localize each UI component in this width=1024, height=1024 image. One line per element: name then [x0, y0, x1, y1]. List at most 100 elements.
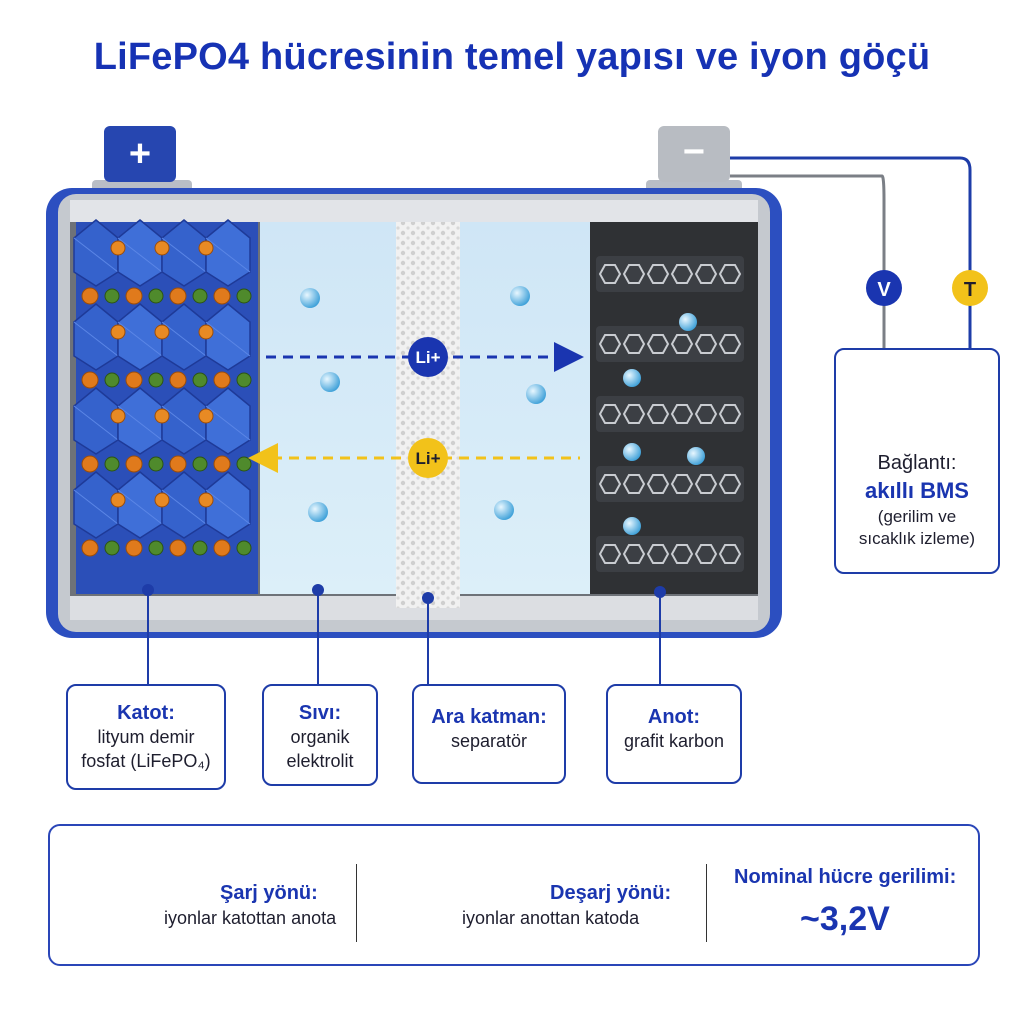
label-separator: Ara katman: separatör [412, 684, 566, 784]
iron-atom [81, 371, 99, 389]
discharge-ion-label: Li+ [415, 449, 440, 468]
iron-atom [125, 287, 143, 305]
cathode-facet [205, 237, 251, 273]
graphite-hexagon [670, 544, 694, 564]
legend-divider [706, 864, 707, 942]
page-title: LiFePO4 hücresinin temel yapısı ve iyon … [93, 36, 931, 78]
lithium-atom [154, 492, 170, 508]
label-anode: Anot: grafit karbon [606, 684, 742, 784]
legend-charge-desc: iyonlar katottan anota [164, 908, 337, 928]
legend-nominal-title: Nominal hücre gerilimi: [734, 866, 957, 888]
phosphate-atom [236, 456, 252, 472]
graphite-hexagon [622, 334, 646, 354]
cathode-facet [73, 321, 119, 357]
iron-atom [125, 371, 143, 389]
cathode-facet [73, 237, 119, 273]
graphite-hexagon [622, 264, 646, 284]
lithium-atom [198, 492, 214, 508]
graphite-hexagon [646, 474, 670, 494]
label-cathode-line2: fosfat (LiFePO₄) [81, 751, 211, 771]
phosphate-atom [148, 456, 164, 472]
graphite-hexagon [646, 404, 670, 424]
label-electrolyte-title: Sıvı: [298, 702, 342, 724]
phosphate-atom [192, 288, 208, 304]
graphite-hexagon [598, 544, 622, 564]
label-bms-title: akıllı BMS [865, 478, 969, 503]
iron-atom [169, 287, 187, 305]
iron-atom [213, 539, 231, 557]
graphite-hexagon [598, 404, 622, 424]
label-cathode: Katot: lityum demir fosfat (LiFePO₄) [66, 684, 226, 790]
label-separator-title: Ara katman: [431, 706, 547, 728]
label-cathode-line1: lityum demir [97, 727, 195, 747]
phosphate-atom [236, 540, 252, 556]
graphite-sheet-base [596, 466, 744, 502]
iron-atom [169, 371, 187, 389]
temperature-sensor: T [952, 270, 988, 306]
voltage-sensor: V [866, 270, 902, 306]
iron-atom [81, 455, 99, 473]
voltage-sensor-label: V [877, 279, 891, 301]
graphite-hexagon [598, 264, 622, 284]
graphite-sheet-base [596, 536, 744, 572]
graphite-sheet-base [596, 256, 744, 292]
graphite-sheet-base [596, 326, 744, 362]
cathode-facet [117, 321, 163, 357]
graphite-hexagon [598, 334, 622, 354]
lithium-atom [154, 240, 170, 256]
charge-ion-label: Li+ [415, 348, 440, 367]
lithium-atom [198, 240, 214, 256]
phosphate-atom [192, 456, 208, 472]
label-anode-title: Anot: [647, 706, 701, 728]
label-bms: Bağlantı: akıllı BMS (gerilim ve sıcaklı… [834, 348, 1000, 574]
phosphate-atom [104, 456, 120, 472]
label-bms-line3: sıcaklık izleme) [858, 529, 976, 548]
negative-terminal-label: − [683, 131, 705, 173]
graphite-hexagon [622, 474, 646, 494]
charge-flow-arrow: Li+ [266, 337, 584, 377]
lithium-atom [154, 408, 170, 424]
cathode-facet [73, 405, 119, 441]
phosphate-atom [236, 288, 252, 304]
phosphate-atom [236, 372, 252, 388]
graphite-hexagon [670, 474, 694, 494]
legend-discharge-desc: iyonlar anottan katoda [462, 908, 640, 928]
leader-lines [142, 584, 666, 684]
legend-divider [356, 864, 357, 942]
legend-panel: Şarj yönü: iyonlar katottan anota Deşarj… [48, 824, 980, 966]
iron-atom [169, 539, 187, 557]
lithium-ions [300, 286, 705, 535]
cathode-facet [73, 489, 119, 525]
graphite-hexagon [694, 334, 718, 354]
graphite-hexagon [718, 334, 742, 354]
lithium-atom [198, 324, 214, 340]
iron-atom [213, 371, 231, 389]
iron-atom [213, 455, 231, 473]
graphite-hexagon [718, 264, 742, 284]
phosphate-atom [104, 372, 120, 388]
cathode-facet [161, 237, 207, 273]
negative-terminal: − [646, 126, 742, 194]
phosphate-atom [192, 540, 208, 556]
graphite-hexagon [694, 544, 718, 564]
cathode-facet [117, 405, 163, 441]
phosphate-atom [104, 540, 120, 556]
cathode-facet [161, 405, 207, 441]
graphite-hexagon [694, 404, 718, 424]
graphite-hexagon [646, 544, 670, 564]
cathode-facet [161, 489, 207, 525]
lithium-atom [110, 324, 126, 340]
positive-terminal: + [92, 126, 192, 194]
legend-nominal-value: ~3,2V [800, 900, 890, 938]
cathode-facet [205, 489, 251, 525]
electrolyte-left [260, 222, 396, 594]
cathode-facet [205, 321, 251, 357]
iron-atom [125, 539, 143, 557]
graphite-hexagon [670, 334, 694, 354]
iron-atom [169, 455, 187, 473]
electrolyte-right [460, 222, 590, 594]
graphite-hexagon [646, 334, 670, 354]
label-bms-line2: (gerilim ve [877, 507, 957, 526]
phosphate-atom [104, 288, 120, 304]
